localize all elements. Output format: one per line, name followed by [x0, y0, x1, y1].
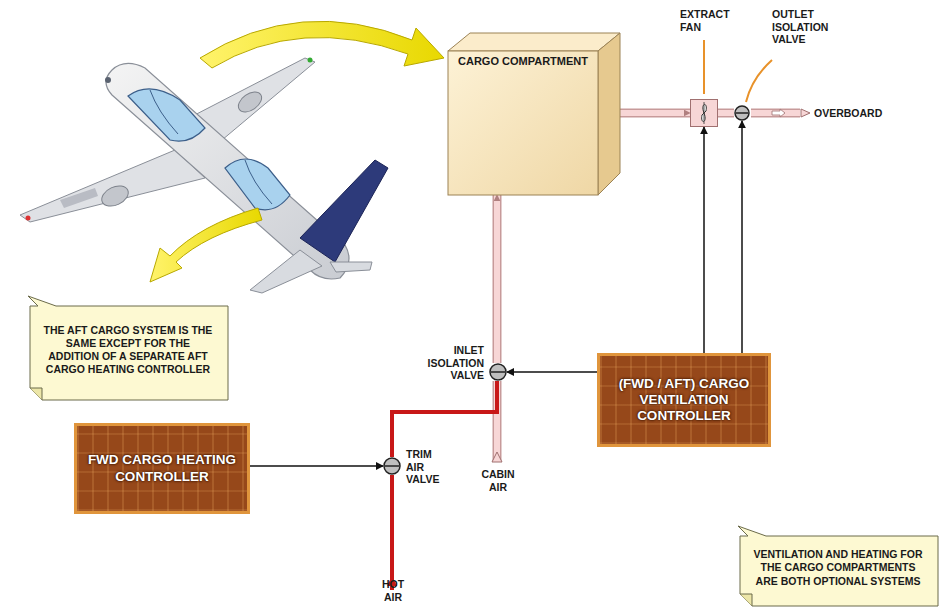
box-label: FWD CARGO HEATING CONTROLLER [87, 452, 237, 484]
pointer-arrow [200, 21, 444, 68]
controller-box: (FWD / AFT) CARGO VENTILATION CONTROLLER [597, 353, 771, 447]
control-line [742, 121, 743, 353]
duct [751, 110, 800, 116]
duct [751, 109, 800, 118]
air-duct [497, 195, 498, 363]
controller-box: FWD CARGO HEATING CONTROLLER [74, 423, 250, 514]
control-line [507, 372, 597, 373]
fan-symbol: EXTRACT FAN [690, 99, 718, 127]
control-line [704, 127, 705, 353]
part-label: INLET ISOLATION VALVE [424, 344, 484, 382]
part-label: OUTLET ISOLATION VALVE [772, 8, 832, 46]
valve-symbol: TRIM AIR VALVE [383, 457, 401, 475]
flow-label: OVERBOARD [814, 107, 904, 120]
part-label: EXTRACT FAN [680, 8, 730, 33]
node-outline [489, 363, 507, 381]
flow-label: HOT AIR [377, 578, 409, 603]
flow-arrow [801, 109, 810, 117]
valve-symbol: OUTLET ISOLATION VALVE [734, 105, 750, 121]
note-text: VENTILATION AND HEATING FOR THE CARGO CO… [750, 548, 926, 587]
flow-arrow [772, 109, 785, 117]
hot-air-line [390, 475, 394, 590]
part-label: TRIM AIR VALVE [406, 448, 446, 486]
control-line [250, 466, 383, 467]
note-callout: VENTILATION AND HEATING FOR THE CARGO CO… [738, 526, 938, 606]
air-duct [620, 113, 690, 114]
node-outline [734, 105, 750, 121]
box-label: CARGO COMPARTMENT [456, 55, 590, 68]
pointer-arrow [150, 208, 262, 282]
box-label: (FWD / AFT) CARGO VENTILATION CONTROLLER [610, 376, 758, 425]
note-callout: THE AFT CARGO SYSTEM IS THE SAME EXCEPT … [28, 296, 228, 400]
note-text: THE AFT CARGO SYSTEM IS THE SAME EXCEPT … [40, 324, 216, 377]
hot-air-line [392, 381, 497, 457]
leader-line [746, 60, 772, 102]
node-outline [383, 457, 401, 475]
valve-symbol: INLET ISOLATION VALVE [489, 363, 507, 381]
node-outline [690, 99, 718, 127]
leader-line [703, 40, 705, 94]
airplane-illustration [20, 58, 388, 294]
flow-label: CABIN AIR [478, 468, 518, 493]
air-duct [718, 113, 734, 114]
compartment-box: CARGO COMPARTMENT [448, 33, 620, 195]
flow-arrow [492, 452, 502, 462]
